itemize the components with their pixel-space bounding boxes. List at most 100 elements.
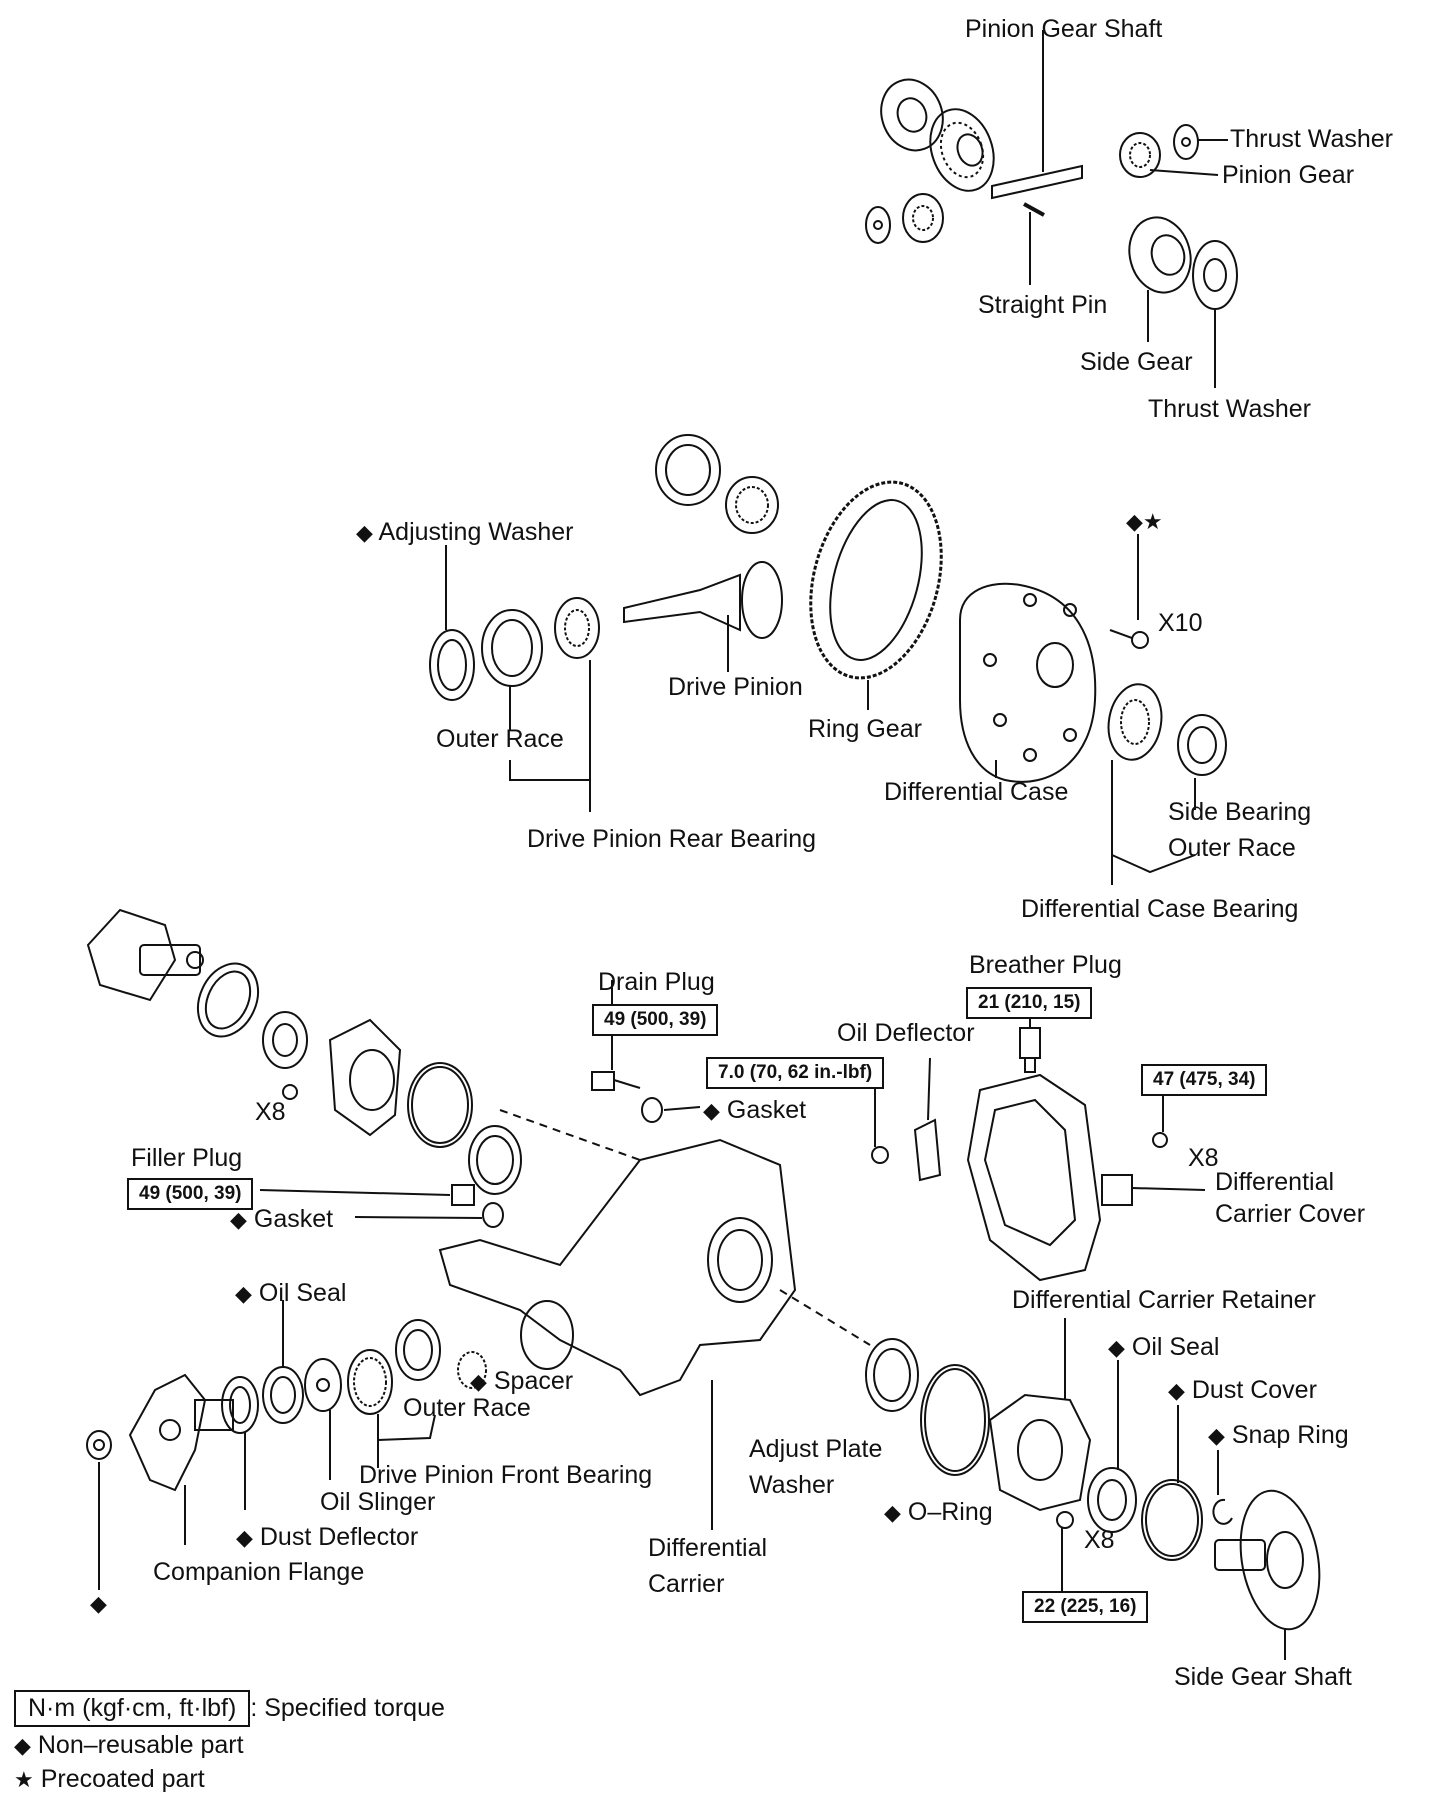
nut-part xyxy=(86,1430,112,1590)
gasket-2-text: Gasket xyxy=(253,1205,334,1233)
label-oil-seal-2: ◆ Oil Seal xyxy=(1108,1335,1219,1360)
nut-nonreusable-symbol: ◆ xyxy=(90,1591,107,1616)
snap-ring-part xyxy=(1212,1450,1233,1525)
label-gasket-1: ◆ Gasket xyxy=(703,1098,806,1123)
label-breather-plug: Breather Plug xyxy=(969,951,1122,979)
diamond-icon: ◆ xyxy=(703,1098,720,1123)
adjust-plate-washer-part xyxy=(865,1338,919,1412)
diamond-icon: ◆ xyxy=(236,1525,253,1550)
label-side-gear-shaft: Side Gear Shaft xyxy=(1174,1663,1352,1691)
pinion-gear-right-part xyxy=(1119,124,1228,178)
label-outer-race-2: Outer Race xyxy=(403,1394,531,1422)
label-dust-deflector: ◆ Dust Deflector xyxy=(236,1525,418,1550)
diamond-icon: ◆ xyxy=(470,1369,487,1394)
diamond-icon: ◆ xyxy=(1208,1423,1225,1448)
o-rings-left-part xyxy=(407,1062,522,1195)
torque-drain-plug: 49 (500, 39) xyxy=(592,1004,719,1036)
label-drive-pinion-front-bearing: Drive Pinion Front Bearing xyxy=(359,1461,653,1489)
label-spacer: ◆ Spacer xyxy=(470,1369,573,1394)
label-x10: X10 xyxy=(1158,609,1203,637)
label-filler-plug: Filler Plug xyxy=(131,1144,243,1172)
label-differential-carrier-1: Differential xyxy=(648,1534,768,1562)
label-differential-carrier-cover-1: Differential xyxy=(1215,1168,1335,1196)
side-gear-shaft-right-part xyxy=(1214,1489,1321,1660)
diamond-icon: ◆ xyxy=(1168,1378,1185,1403)
label-adjust-plate-washer-1: Adjust Plate xyxy=(749,1435,883,1463)
adjusting-washer-part xyxy=(429,545,475,701)
label-dust-cover: ◆ Dust Cover xyxy=(1168,1378,1317,1403)
legend-torque-text: : Specified torque xyxy=(250,1694,445,1722)
label-side-bearing-outer-race: Outer Race xyxy=(1168,834,1296,862)
drain-plug-part xyxy=(591,980,701,1123)
legend-torque: N·m (kgf·cm, ft·lbf): Specified torque xyxy=(14,1690,445,1727)
label-pinion-gear-shaft: Pinion Gear Shaft xyxy=(965,15,1163,43)
differential-case-bearing-part xyxy=(1107,683,1227,885)
label-pinion-gear: Pinion Gear xyxy=(1222,161,1355,189)
label-oil-slinger: Oil Slinger xyxy=(320,1488,436,1516)
legend-nonreusable-text: Non–reusable part xyxy=(37,1731,244,1759)
diamond-icon: ◆ xyxy=(235,1281,252,1306)
label-x8-a: X8 xyxy=(255,1098,286,1126)
oil-seal-1-text: Oil Seal xyxy=(258,1279,347,1307)
pinion-gear-shaft-part xyxy=(991,30,1083,200)
label-ring-gear: Ring Gear xyxy=(808,715,922,743)
oil-seal-2-text: Oil Seal xyxy=(1131,1333,1220,1361)
drive-pinion-part xyxy=(623,561,783,672)
oil-deflector-part xyxy=(871,1057,942,1182)
o-ring-text: O–Ring xyxy=(907,1498,993,1526)
label-adjust-plate-washer-2: Washer xyxy=(749,1471,835,1499)
differential-carrier-cover-part xyxy=(966,1073,1206,1282)
star-icon: ★ xyxy=(1142,509,1163,534)
oil-seal-front-part xyxy=(262,1300,304,1424)
diamond-icon: ◆ xyxy=(90,1591,107,1616)
label-straight-pin: Straight Pin xyxy=(978,291,1108,319)
diamond-icon: ◆ xyxy=(14,1733,31,1758)
gasket-1-text: Gasket xyxy=(726,1096,807,1124)
diamond-icon: ◆ xyxy=(356,520,373,545)
dust-deflector-part xyxy=(221,1376,259,1510)
label-gasket-2: ◆ Gasket xyxy=(230,1207,333,1232)
label-differential-carrier-cover-2: Carrier Cover xyxy=(1215,1200,1366,1228)
label-outer-race-1: Outer Race xyxy=(436,725,564,753)
label-differential-case: Differential Case xyxy=(884,778,1069,806)
diamond-icon: ◆ xyxy=(1108,1335,1125,1360)
side-gear-shaft-left-part xyxy=(86,908,204,1002)
snap-ring-text: Snap Ring xyxy=(1231,1421,1349,1449)
dust-cover-text: Dust Cover xyxy=(1191,1376,1317,1404)
o-ring-right-part xyxy=(920,1364,990,1476)
drive-pinion-bearing-races-part xyxy=(655,434,779,534)
differential-carrier-retainer-part xyxy=(988,1318,1092,1595)
label-thrust-washer-2: Thrust Washer xyxy=(1148,395,1312,423)
differential-case-part xyxy=(959,582,1097,783)
torque-breather-plug: 21 (210, 15) xyxy=(966,987,1093,1019)
torque-oil-deflector: 7.0 (70, 62 in.-lbf) xyxy=(706,1057,885,1089)
label-drive-pinion-rear-bearing: Drive Pinion Rear Bearing xyxy=(527,825,817,853)
side-gear-right-part xyxy=(1128,216,1238,388)
label-x8-b: X8 xyxy=(1188,1144,1219,1172)
star-icon: ★ xyxy=(14,1767,34,1792)
drive-pinion-rear-bearing-part xyxy=(509,597,600,812)
dust-cover-part xyxy=(1141,1405,1203,1561)
diamond-star-symbol: ◆★ xyxy=(1126,509,1163,534)
label-companion-flange: Companion Flange xyxy=(153,1558,365,1586)
adjusting-washer-text: Adjusting Washer xyxy=(378,518,574,546)
oil-seal-right-part xyxy=(1087,1360,1137,1533)
label-adjusting-washer: ◆ Adjusting Washer xyxy=(356,520,574,545)
torque-filler-plug: 49 (500, 39) xyxy=(127,1178,254,1210)
diamond-icon: ◆ xyxy=(1126,509,1143,534)
label-side-gear: Side Gear xyxy=(1080,348,1193,376)
legend-nonreusable: ◆ Non–reusable part xyxy=(14,1731,244,1760)
label-differential-case-bearing: Differential Case Bearing xyxy=(1021,895,1299,923)
straight-pin-part xyxy=(1023,202,1045,285)
torque-retainer-bolts: 22 (225, 16) xyxy=(1022,1591,1149,1623)
differential-carrier-part xyxy=(438,1109,871,1530)
label-side-bearing: Side Bearing xyxy=(1168,798,1312,826)
label-drain-plug: Drain Plug xyxy=(598,968,715,996)
diamond-icon: ◆ xyxy=(884,1500,901,1525)
side-gear-top-left-part xyxy=(929,108,995,192)
diamond-icon: ◆ xyxy=(230,1207,247,1232)
ring-gear-part xyxy=(809,480,943,710)
label-differential-carrier-retainer: Differential Carrier Retainer xyxy=(1012,1286,1316,1314)
companion-flange-part xyxy=(128,1373,234,1545)
